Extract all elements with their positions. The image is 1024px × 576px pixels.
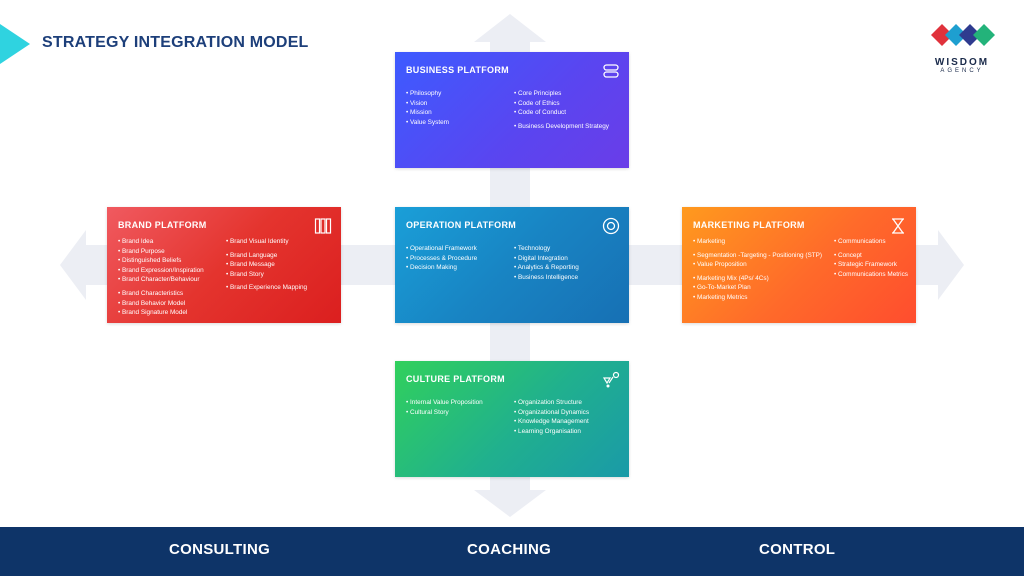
- list-item: • Brand Story: [226, 270, 264, 278]
- target-icon: [602, 217, 620, 235]
- operation-col-2: • Technology • Digital Integration • Ana…: [514, 244, 579, 282]
- list-item: • Technology: [514, 245, 551, 252]
- list-item: • Digital Integration: [514, 254, 568, 262]
- footer-bar: CONSULTING COACHING CONTROL: [0, 527, 1024, 576]
- wisdom-logo-icon: [931, 24, 995, 46]
- brand-col-1: • Brand Idea • Brand Purpose • Distingui…: [118, 237, 204, 318]
- list-item: • Communications: [834, 238, 886, 245]
- list-item: • Concept: [834, 251, 862, 259]
- brand-platform-card: BRAND PLATFORM • Brand Idea • Brand Purp…: [107, 207, 341, 323]
- operation-col-1: • Operational Framework • Processes & Pr…: [406, 244, 477, 273]
- brand-col-2: • Brand Visual Identity • Brand Language…: [226, 237, 307, 293]
- marketing-platform-title: MARKETING PLATFORM: [693, 220, 805, 230]
- list-item: • Go-To-Market Plan: [693, 284, 751, 292]
- business-col-1: • Philosophy • Vision • Mission • Value …: [406, 89, 449, 127]
- list-item: • Brand Signature Model: [118, 309, 188, 317]
- list-item: • Brand Expression/Inspiration: [118, 266, 204, 274]
- list-item: • Brand Purpose: [118, 247, 165, 255]
- list-item: • Brand Characteristics: [118, 289, 184, 297]
- list-item: • Brand Language: [226, 251, 278, 259]
- logo-subtitle: AGENCY: [940, 68, 984, 74]
- list-item: • Mission: [406, 109, 432, 117]
- logo-wordmark: WISDOM: [934, 57, 990, 68]
- list-item: • Code of Ethics: [514, 99, 560, 107]
- list-item: • Marketing: [693, 238, 726, 245]
- list-item: • Brand Character/Behaviour: [118, 276, 200, 284]
- list-item: • Decision Making: [406, 264, 457, 272]
- list-item: • Core Principles: [514, 90, 562, 97]
- marketing-col-2: • Communications • Concept • Strategic F…: [834, 237, 908, 279]
- business-col-2: • Core Principles • Code of Ethics • Cod…: [514, 89, 609, 131]
- list-item: • Processes & Procedure: [406, 254, 478, 262]
- list-item: • Vision: [406, 99, 428, 107]
- list-item: • Brand Idea: [118, 238, 154, 245]
- list-item: • Strategic Framework: [834, 261, 897, 269]
- list-item: • Operational Framework: [406, 245, 477, 252]
- list-item: • Analytics & Reporting: [514, 264, 579, 272]
- brand-platform-title: BRAND PLATFORM: [118, 220, 207, 230]
- culture-col-2: • Organization Structure • Organizationa…: [514, 398, 589, 436]
- list-item: • Learning Organisation: [514, 427, 581, 435]
- page-title: STRATEGY INTEGRATION MODEL: [42, 34, 309, 51]
- list-item: • Brand Experience Mapping: [226, 284, 308, 292]
- list-item: • Value Proposition: [693, 261, 747, 269]
- list-item: • Brand Visual Identity: [226, 238, 289, 245]
- culture-col-1: • Internal Value Proposition • Cultural …: [406, 398, 483, 417]
- columns-icon: [314, 218, 332, 234]
- list-item: • Segmentation -Targeting - Positioning …: [693, 251, 823, 259]
- list-item: • Organizational Dynamics: [514, 408, 590, 416]
- hourglass-icon: [892, 218, 904, 234]
- list-item: • Organization Structure: [514, 399, 582, 406]
- operation-platform-title: OPERATION PLATFORM: [406, 220, 517, 230]
- list-item: • Communications Metrics: [834, 270, 908, 278]
- list-item: • Distinguished Beliefs: [118, 257, 182, 265]
- list-item: • Business Intelligence: [514, 273, 579, 281]
- corner-accent: [0, 24, 30, 64]
- culture-platform-card: CULTURE PLATFORM • Internal Value Propos…: [395, 361, 629, 477]
- network-icon: [602, 371, 620, 388]
- list-item: • Brand Behavior Model: [118, 299, 186, 307]
- business-platform-title: BUSINESS PLATFORM: [406, 65, 509, 75]
- footer-control: CONTROL: [759, 541, 836, 558]
- list-item: • Business Development Strategy: [514, 122, 609, 130]
- list-item: • Marketing Metrics: [693, 293, 748, 301]
- list-item: • Code of Conduct: [514, 109, 566, 117]
- list-item: • Brand Message: [226, 261, 275, 269]
- list-item: • Internal Value Proposition: [406, 399, 483, 406]
- footer-coaching: COACHING: [467, 541, 552, 558]
- marketing-col-1: • Marketing • Segmentation -Targeting - …: [693, 237, 822, 303]
- list-item: • Knowledge Management: [514, 418, 589, 426]
- culture-platform-title: CULTURE PLATFORM: [406, 374, 505, 384]
- list-item: • Cultural Story: [406, 408, 449, 416]
- list-item: • Marketing Mix (4Ps/ 4Cs): [693, 274, 769, 282]
- toggle-icon: [603, 64, 619, 78]
- marketing-platform-card: MARKETING PLATFORM • Marketing • Segment…: [682, 207, 916, 323]
- footer-consulting: CONSULTING: [169, 541, 271, 558]
- operation-platform-card: OPERATION PLATFORM • Operational Framewo…: [395, 207, 629, 323]
- business-platform-card: BUSINESS PLATFORM • Philosophy • Vision …: [395, 52, 629, 168]
- list-item: • Philosophy: [406, 90, 442, 97]
- list-item: • Value System: [406, 118, 449, 126]
